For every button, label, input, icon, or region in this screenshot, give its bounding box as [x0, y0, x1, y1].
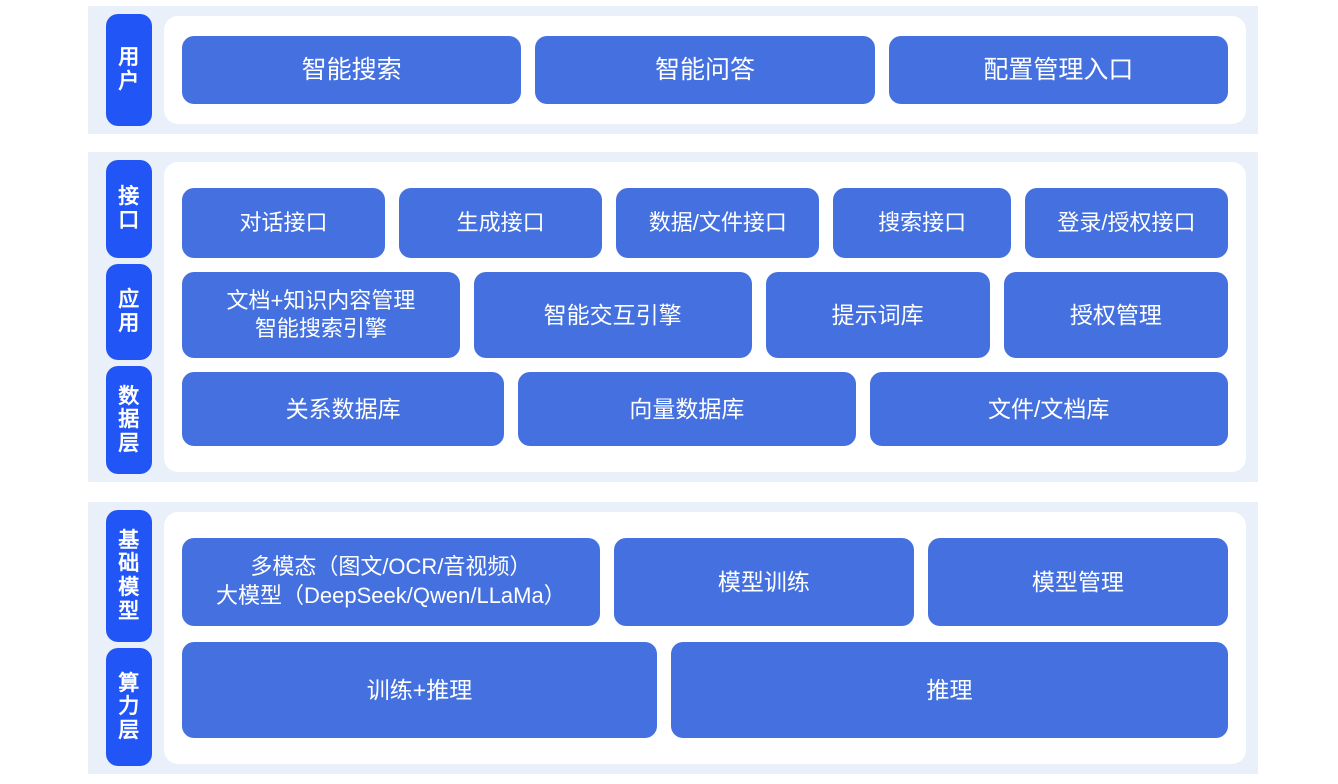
row-data-layer: 关系数据库 向量数据库 文件/文档库 — [182, 372, 1228, 446]
box-smart-qa[interactable]: 智能问答 — [535, 36, 875, 104]
box-inference[interactable]: 推理 — [671, 642, 1228, 738]
section-user-tab-column: 用户 — [88, 6, 152, 134]
layer-tab-interface[interactable]: 接口 — [106, 160, 152, 258]
box-vector-database[interactable]: 向量数据库 — [518, 372, 856, 446]
section-user: 用户 智能搜索 智能问答 配置管理入口 — [88, 6, 1258, 134]
layer-tab-application[interactable]: 应用 — [106, 264, 152, 360]
row-interface: 对话接口 生成接口 数据/文件接口 搜索接口 登录/授权接口 — [182, 188, 1228, 258]
box-login-auth-api[interactable]: 登录/授权接口 — [1024, 188, 1228, 258]
box-smart-interaction-engine[interactable]: 智能交互引擎 — [473, 272, 752, 358]
row-compute-layer: 训练+推理 推理 — [182, 642, 1228, 738]
box-authorization-management[interactable]: 授权管理 — [1003, 272, 1228, 358]
row-application: 文档+知识内容管理 智能搜索引擎 智能交互引擎 提示词库 授权管理 — [182, 272, 1228, 358]
box-relational-database[interactable]: 关系数据库 — [182, 372, 505, 446]
box-generation-api[interactable]: 生成接口 — [399, 188, 603, 258]
section-platform-panel: 对话接口 生成接口 数据/文件接口 搜索接口 登录/授权接口 文档+知识内容管理… — [164, 162, 1246, 472]
box-model-training[interactable]: 模型训练 — [613, 538, 914, 626]
box-search-api[interactable]: 搜索接口 — [833, 188, 1011, 258]
box-document-knowledge-management[interactable]: 文档+知识内容管理 智能搜索引擎 — [182, 272, 460, 358]
row-foundation-model: 多模态（图文/OCR/音视频） 大模型（DeepSeek/Qwen/LLaMa）… — [182, 538, 1228, 626]
section-infrastructure-tab-column: 基础模型 算力层 — [88, 502, 152, 774]
box-smart-search[interactable]: 智能搜索 — [182, 36, 522, 104]
section-infrastructure-panel: 多模态（图文/OCR/音视频） 大模型（DeepSeek/Qwen/LLaMa）… — [164, 512, 1246, 764]
box-data-file-api[interactable]: 数据/文件接口 — [616, 188, 820, 258]
section-platform: 接口 应用 数据层 对话接口 生成接口 数据/文件接口 搜索接口 登录/授权接口… — [88, 152, 1258, 482]
box-training-inference[interactable]: 训练+推理 — [182, 642, 658, 738]
box-file-document-store[interactable]: 文件/文档库 — [869, 372, 1228, 446]
layer-tab-foundation-model[interactable]: 基础模型 — [106, 510, 152, 642]
layer-tab-user[interactable]: 用户 — [106, 14, 152, 126]
layer-tab-compute[interactable]: 算力层 — [106, 648, 152, 766]
box-multimodal-large-model[interactable]: 多模态（图文/OCR/音视频） 大模型（DeepSeek/Qwen/LLaMa） — [182, 538, 600, 626]
box-prompt-library[interactable]: 提示词库 — [765, 272, 990, 358]
section-platform-tab-column: 接口 应用 数据层 — [88, 152, 152, 482]
box-model-management[interactable]: 模型管理 — [927, 538, 1228, 626]
row-user: 智能搜索 智能问答 配置管理入口 — [182, 36, 1228, 104]
section-infrastructure: 基础模型 算力层 多模态（图文/OCR/音视频） 大模型（DeepSeek/Qw… — [88, 502, 1258, 774]
box-config-management-entry[interactable]: 配置管理入口 — [888, 36, 1228, 104]
section-user-panel: 智能搜索 智能问答 配置管理入口 — [164, 16, 1246, 124]
layer-tab-data[interactable]: 数据层 — [106, 366, 152, 474]
box-dialogue-api[interactable]: 对话接口 — [182, 188, 386, 258]
